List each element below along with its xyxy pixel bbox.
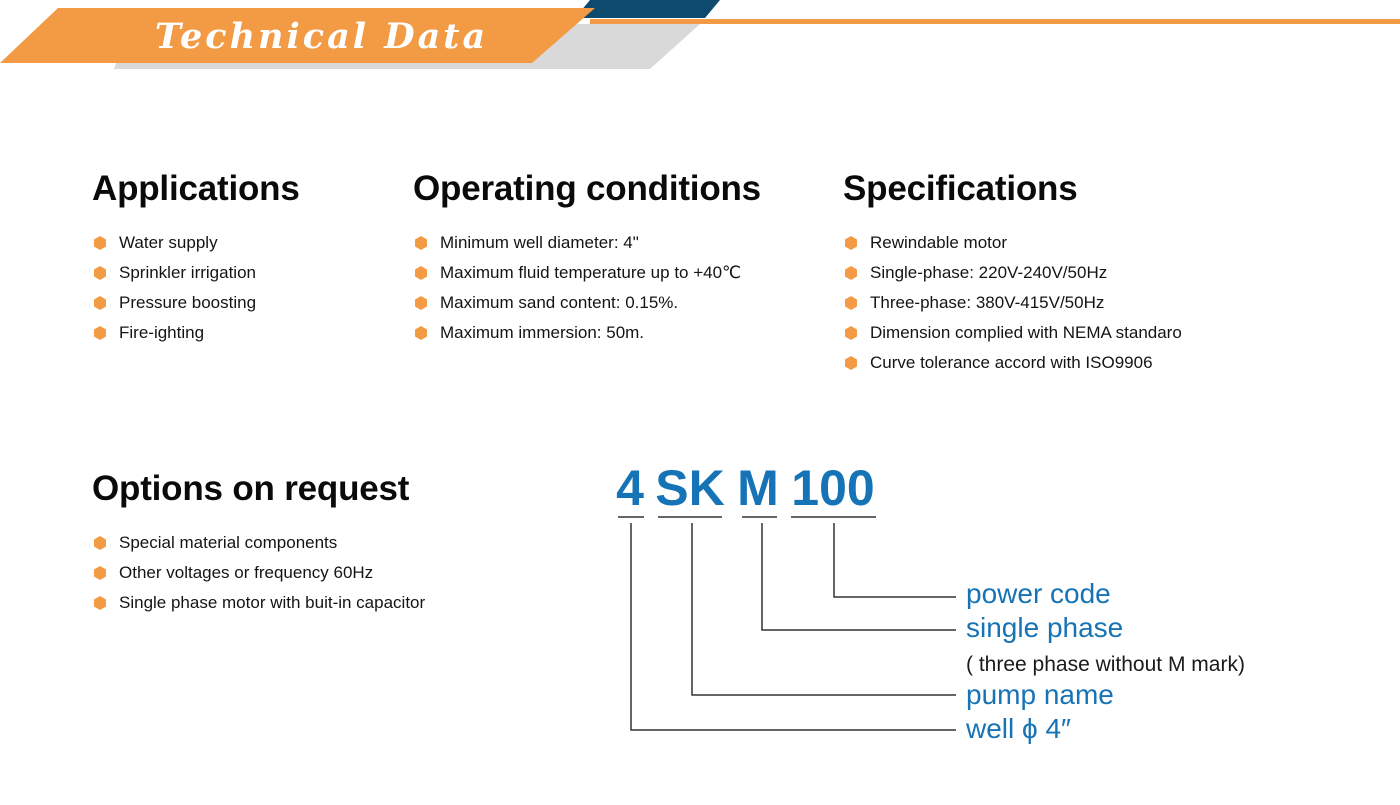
- applications-section: Applications Water supply Sprinkler irri…: [92, 168, 300, 348]
- connector-power: [833, 523, 956, 598]
- list-item-text: Single-phase: 220V-240V/50Hz: [870, 263, 1108, 282]
- hexagon-bullet-icon: [845, 326, 857, 340]
- list-item-text: Sprinkler irrigation: [119, 263, 256, 282]
- hexagon-bullet-icon: [415, 296, 427, 310]
- list-item: Water supply: [92, 228, 300, 258]
- banner-navy-stripe: [575, 0, 720, 18]
- list-item: Minimum well diameter: 4": [413, 228, 761, 258]
- operating-conditions-list: Minimum well diameter: 4" Maximum fluid …: [413, 228, 761, 348]
- operating-conditions-section: Operating conditions Minimum well diamet…: [413, 168, 761, 348]
- list-item: Maximum immersion: 50m.: [413, 318, 761, 348]
- list-item-text: Maximum fluid temperature up to +40℃: [440, 263, 742, 282]
- list-item: Curve tolerance accord with ISO9906: [843, 348, 1182, 378]
- model-code-part-phase: M: [737, 460, 779, 516]
- list-item: Maximum sand content: 0.15%.: [413, 288, 761, 318]
- connector-well: [630, 523, 956, 731]
- specifications-heading: Specifications: [843, 169, 1078, 208]
- page-title: Technical Data: [155, 16, 489, 57]
- list-item-text: Single phase motor with buit-in capacito…: [119, 593, 426, 612]
- list-item: Special material components: [92, 528, 425, 558]
- hexagon-bullet-icon: [415, 236, 427, 250]
- list-item: Sprinkler irrigation: [92, 258, 300, 288]
- list-item: Rewindable motor: [843, 228, 1182, 258]
- hexagon-bullet-icon: [94, 296, 106, 310]
- connector-pump: [691, 523, 956, 696]
- model-code-part-power: 100: [791, 460, 874, 516]
- hexagon-bullet-icon: [94, 266, 106, 280]
- label-power-code: power code: [966, 578, 1111, 609]
- list-item: Pressure boosting: [92, 288, 300, 318]
- model-code-part-size: 4: [616, 460, 644, 516]
- list-item-text: Water supply: [119, 233, 218, 252]
- list-item-text: Curve tolerance accord with ISO9906: [870, 353, 1153, 372]
- list-item-text: Maximum immersion: 50m.: [440, 323, 645, 342]
- list-item: Other voltages or frequency 60Hz: [92, 558, 425, 588]
- list-item-text: Maximum sand content: 0.15%.: [440, 293, 679, 312]
- list-item: Single-phase: 220V-240V/50Hz: [843, 258, 1182, 288]
- hexagon-bullet-icon: [845, 356, 857, 370]
- hexagon-bullet-icon: [415, 326, 427, 340]
- label-phase-note: ( three phase without M mark): [966, 653, 1245, 676]
- list-item-text: Rewindable motor: [870, 233, 1008, 252]
- options-heading: Options on request: [92, 469, 410, 508]
- label-well: well ϕ 4″: [965, 713, 1071, 744]
- connector-phase: [761, 523, 956, 631]
- applications-heading: Applications: [92, 169, 300, 208]
- banner-graphic: [0, 0, 1400, 69]
- header-banner: Technical Data: [0, 0, 1400, 72]
- hexagon-bullet-icon: [415, 266, 427, 280]
- hexagon-bullet-icon: [845, 296, 857, 310]
- hexagon-bullet-icon: [845, 266, 857, 280]
- specifications-list: Rewindable motor Single-phase: 220V-240V…: [843, 228, 1182, 378]
- hexagon-bullet-icon: [94, 536, 106, 550]
- list-item-text: Three-phase: 380V-415V/50Hz: [870, 293, 1105, 312]
- options-list: Special material components Other voltag…: [92, 528, 425, 618]
- list-item-text: Fire-ighting: [119, 323, 205, 342]
- list-item-text: Dimension complied with NEMA standaro: [870, 323, 1182, 342]
- hexagon-bullet-icon: [845, 236, 857, 250]
- list-item-text: Pressure boosting: [119, 293, 257, 312]
- options-section: Options on request Special material comp…: [92, 468, 425, 618]
- operating-conditions-heading: Operating conditions: [413, 169, 761, 208]
- list-item-text: Other voltages or frequency 60Hz: [119, 563, 374, 582]
- applications-list: Water supply Sprinkler irrigation Pressu…: [92, 228, 300, 348]
- hexagon-bullet-icon: [94, 236, 106, 250]
- list-item: Three-phase: 380V-415V/50Hz: [843, 288, 1182, 318]
- list-item-text: Minimum well diameter: 4": [440, 233, 639, 252]
- list-item-text: Special material components: [119, 533, 338, 552]
- label-single-phase: single phase: [966, 612, 1123, 643]
- hexagon-bullet-icon: [94, 566, 106, 580]
- list-item: Maximum fluid temperature up to +40℃: [413, 258, 761, 288]
- label-pump-name: pump name: [966, 679, 1114, 710]
- banner-orange-rule: [590, 19, 1400, 24]
- model-code-part-pump: SK: [655, 460, 724, 516]
- list-item: Single phase motor with buit-in capacito…: [92, 588, 425, 618]
- hexagon-bullet-icon: [94, 326, 106, 340]
- banner-orange-band: [0, 8, 595, 63]
- list-item: Dimension complied with NEMA standaro: [843, 318, 1182, 348]
- hexagon-bullet-icon: [94, 596, 106, 610]
- list-item: Fire-ighting: [92, 318, 300, 348]
- specifications-section: Specifications Rewindable motor Single-p…: [843, 168, 1182, 378]
